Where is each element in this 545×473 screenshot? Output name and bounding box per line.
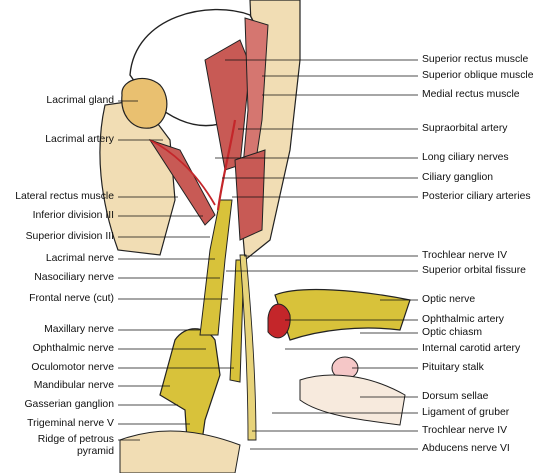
medial-rectus-shape — [234, 149, 266, 241]
label-left-9: Maxillary nerve — [44, 324, 114, 335]
label-left-3: Lateral rectus muscle — [15, 191, 114, 202]
label-left-15: Ridge of petrous pyramid — [37, 434, 114, 457]
label-left-11: Oculomotor nerve — [31, 362, 114, 373]
label-right-9: Superior orbital fissure — [422, 265, 526, 276]
label-right-13: Internal carotid artery — [422, 343, 521, 354]
dorsum-sellae-shape — [299, 374, 406, 426]
label-left-10: Ophthalmic nerve — [32, 343, 114, 354]
optic-nerve-shape — [274, 288, 411, 341]
label-right-3: Medial rectus muscle — [422, 89, 520, 100]
label-right-15: Dorsum sellae — [422, 391, 489, 402]
label-right-6: Ciliary ganglion — [422, 172, 494, 183]
label-right-2: Superior oblique muscle — [422, 70, 534, 81]
superior-rectus-shape — [204, 39, 251, 171]
lacrimal-artery-path — [149, 139, 216, 206]
ophthalmic-artery-path — [216, 119, 237, 211]
label-left-2: Lacrimal artery — [45, 134, 114, 145]
label-left-12: Mandibular nerve — [33, 380, 114, 391]
label-left-8: Frontal nerve (cut) — [29, 293, 114, 304]
label-right-12: Optic chiasm — [422, 327, 483, 338]
label-right-11: Ophthalmic artery — [422, 314, 504, 325]
label-right-4: Supraorbital artery — [422, 123, 508, 134]
label-right-1: Superior rectus muscle — [422, 54, 529, 65]
label-right-10: Optic nerve — [422, 294, 476, 305]
lacrimal-gland-shape — [121, 77, 168, 129]
label-right-8: Trochlear nerve IV — [422, 250, 508, 261]
label-right-7: Posterior ciliary arteries — [422, 191, 531, 202]
label-left-1: Lacrimal gland — [46, 95, 114, 106]
ophthalmic-nerve-shape — [199, 199, 233, 336]
label-right-18: Abducens nerve VI — [422, 443, 510, 454]
lateral-rectus-shape — [148, 139, 216, 226]
label-left-7: Nasociliary nerve — [34, 272, 114, 283]
internal-carotid-shape — [267, 303, 291, 339]
label-right-17: Trochlear nerve IV — [422, 425, 508, 436]
label-left-4: Inferior division III — [32, 210, 114, 221]
label-left-5: Superior division III — [25, 231, 114, 242]
trochlear-nerve-shape — [239, 254, 257, 441]
label-left-14: Trigeminal nerve V — [27, 418, 114, 429]
label-right-16: Ligament of gruber — [422, 407, 510, 418]
petrous-ridge-shape — [119, 430, 241, 473]
label-left-6: Lacrimal nerve — [45, 253, 114, 264]
label-right-14: Pituitary stalk — [422, 362, 484, 373]
label-right-5: Long ciliary nerves — [422, 152, 509, 163]
label-left-13: Gasserian ganglion — [24, 399, 114, 410]
